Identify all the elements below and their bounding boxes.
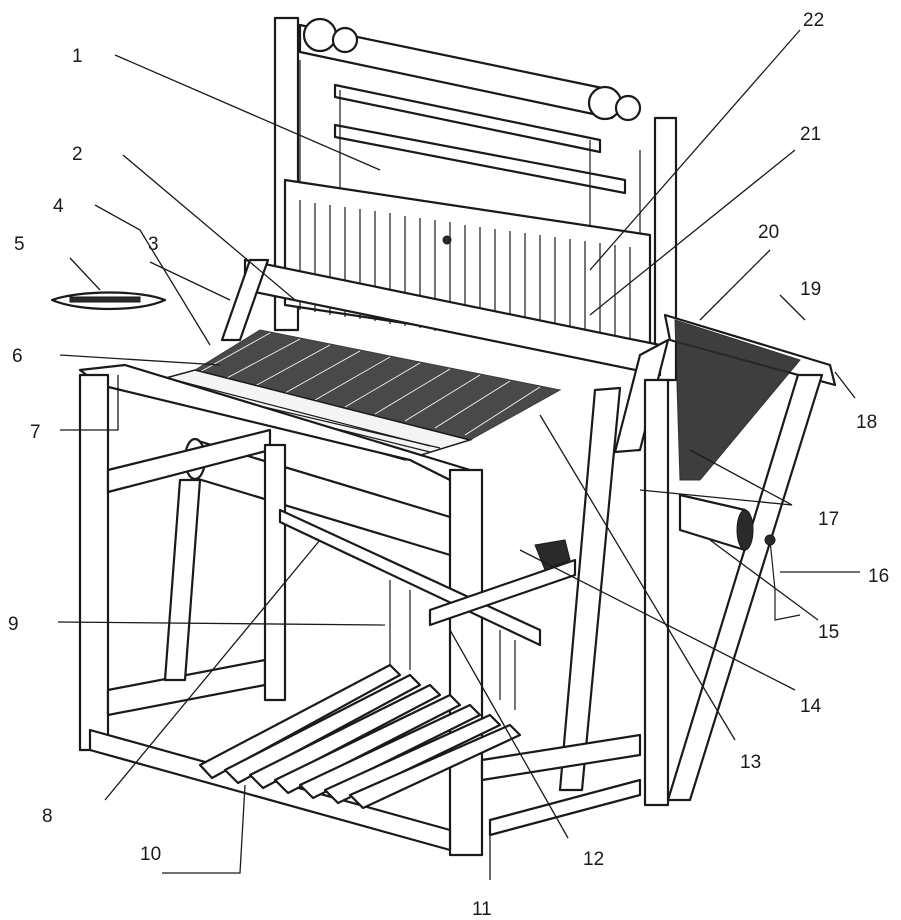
callout-11: 11 [472,899,492,920]
callout-labels: 1 2 3 4 5 6 7 8 9 10 11 12 13 14 15 16 1… [8,10,889,920]
callout-7: 7 [30,422,41,443]
callout-20: 20 [758,222,779,243]
callout-19: 19 [800,279,821,300]
callout-1: 1 [72,46,83,67]
callout-15: 15 [818,622,839,643]
callout-10: 10 [140,844,161,865]
callout-3: 3 [148,234,159,255]
warp-lines [199,332,541,436]
callout-22: 22 [803,10,824,31]
callout-2: 2 [72,144,83,165]
callout-5: 5 [14,234,25,255]
callout-9: 9 [8,614,19,635]
callout-8: 8 [42,806,53,827]
leader-lines [57,29,860,880]
callout-16: 16 [868,566,889,587]
callout-13: 13 [740,752,761,773]
callout-12: 12 [583,849,604,870]
callout-6: 6 [12,346,23,367]
callout-17: 17 [818,509,839,530]
callout-18: 18 [856,412,877,433]
callout-14: 14 [800,696,822,717]
treadles [198,663,522,810]
loom-illustration [50,16,837,857]
callout-4: 4 [53,196,64,217]
callout-21: 21 [800,124,821,145]
